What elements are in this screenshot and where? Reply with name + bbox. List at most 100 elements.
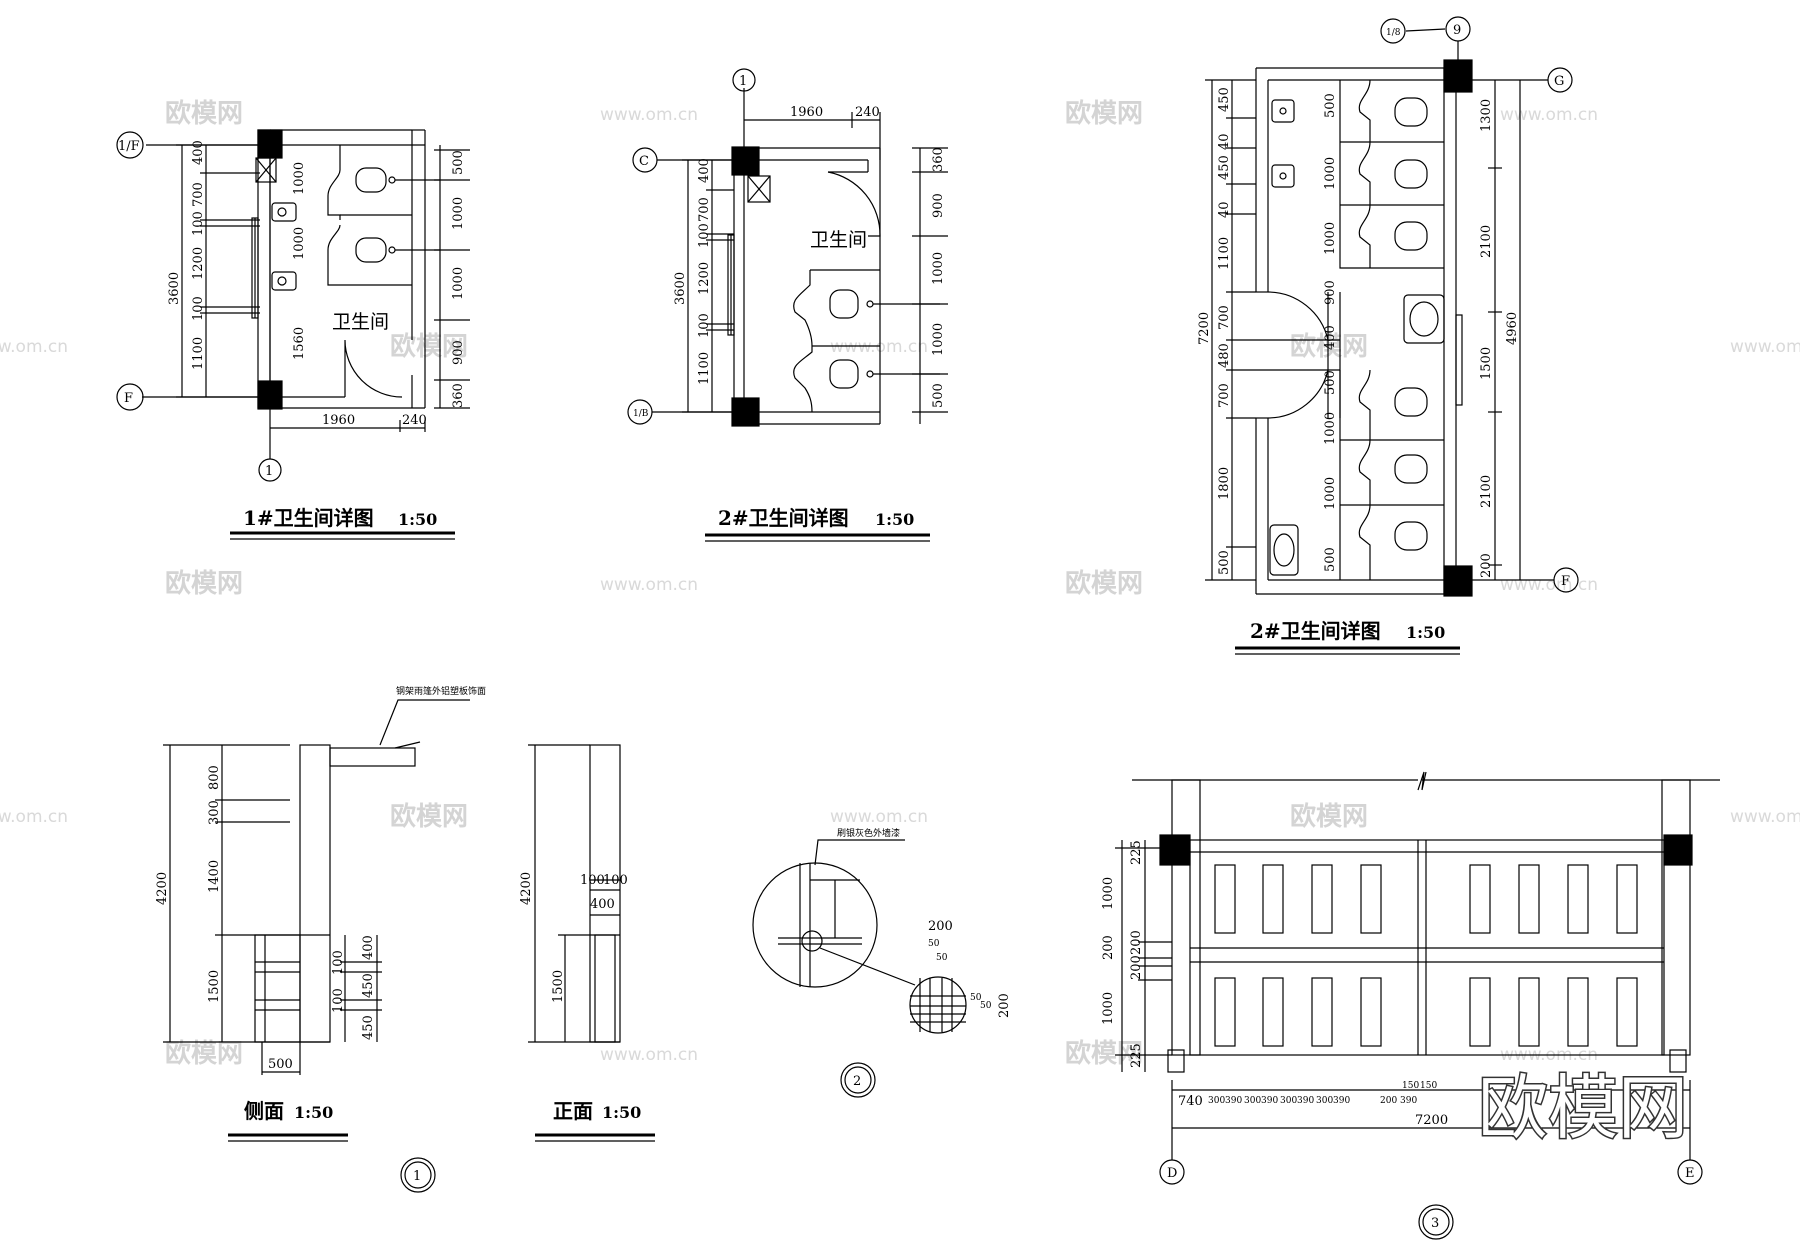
axis-label: F xyxy=(1561,574,1570,589)
dim-label: 40 xyxy=(1217,201,1232,218)
dim-label: 450 xyxy=(361,1015,376,1040)
watermark-url: www.om.cn xyxy=(600,1045,698,1065)
axis-label: 1/8 xyxy=(1386,28,1401,38)
dim-label: 1000 xyxy=(1323,222,1338,255)
dim-label: 200 xyxy=(1129,955,1144,980)
room-label: 卫生间 xyxy=(810,229,867,251)
dim-label: 100 xyxy=(191,296,206,321)
elevation-3 xyxy=(1115,771,1720,1240)
dim-label: 1200 xyxy=(191,247,206,280)
dim-label: 450 xyxy=(361,973,376,998)
dim-label: 450 xyxy=(1217,87,1232,112)
dim-label: 225 xyxy=(1129,1043,1144,1068)
dim-label: 2100 xyxy=(1479,475,1494,508)
drawing-scale: 1:50 xyxy=(875,510,914,529)
side-elevation xyxy=(163,699,470,1142)
drawing-title: 正面 xyxy=(553,1099,593,1123)
dim-label: 100 xyxy=(603,873,628,888)
watermark-logo: 欧模网 xyxy=(1290,331,1368,362)
dim-label: 450 xyxy=(1217,155,1232,180)
drawing-title: 2#卫生间详图 xyxy=(1250,619,1381,643)
drawing-scale: 1:50 xyxy=(1406,623,1445,642)
dim-label: 2100 xyxy=(1479,225,1494,258)
dim-label: 740 xyxy=(1178,1094,1203,1109)
axis-label: 9 xyxy=(1453,23,1461,38)
dim-label: 1000 xyxy=(292,162,307,195)
dim-label: 3600 xyxy=(673,272,688,305)
dim-label: 240 xyxy=(402,413,427,428)
dim-label: 1000 xyxy=(1323,412,1338,445)
dim-label: 50 xyxy=(980,1001,992,1011)
watermark-logo: 欧模网 xyxy=(1290,801,1368,832)
toilet-plan-1-text: 1/F F 1 400 700 100 1200 100 1100 3600 5… xyxy=(118,139,466,530)
dim-label: 500 xyxy=(931,383,946,408)
dim-label: 1000 xyxy=(451,197,466,230)
dim-label: 700 xyxy=(697,197,712,222)
front-elevation-text: 4200 100 100 400 1500 正面 1:50 1 xyxy=(413,872,641,1184)
watermark-url: www.om.cn xyxy=(600,105,698,125)
dim-label: 200 xyxy=(997,993,1012,1018)
dim-label: 1000 xyxy=(1101,877,1116,910)
dim-label: 390 xyxy=(1261,1096,1278,1106)
dim-label: 400 xyxy=(590,897,615,912)
watermark-logo: 欧模网 xyxy=(1065,98,1143,129)
dim-label: 300 xyxy=(207,800,222,825)
dim-label: 100 xyxy=(697,313,712,338)
drawing-title: 2#卫生间详图 xyxy=(718,506,849,530)
dim-label: 800 xyxy=(207,765,222,790)
dim-label: 1000 xyxy=(1101,992,1116,1025)
axis-label: 1/F xyxy=(118,139,140,154)
group-number: 1 xyxy=(413,1169,421,1184)
dim-label: 700 xyxy=(1217,305,1232,330)
dim-label: 700 xyxy=(191,182,206,207)
dim-label: 200 xyxy=(928,919,953,934)
dim-label: 4960 xyxy=(1505,312,1520,345)
watermark-url: www.om.cn xyxy=(830,807,928,827)
dim-label: 40 xyxy=(1217,133,1232,150)
dim-label: 500 xyxy=(1323,547,1338,572)
dim-label: 390 xyxy=(1400,1096,1417,1106)
dim-label: 500 xyxy=(268,1057,293,1072)
dim-label: 400 xyxy=(1323,325,1338,350)
watermark-url: www.om.cn xyxy=(0,807,68,827)
dim-label: 1000 xyxy=(451,267,466,300)
side-elevation-text: 钢架雨篷外铝塑板饰面 4200 800 300 1400 1500 400 10… xyxy=(155,685,486,1123)
axis-label: D xyxy=(1167,1166,1177,1181)
dim-label: 100 xyxy=(191,211,206,236)
dim-label: 360 xyxy=(451,383,466,408)
dim-label: 200 xyxy=(1380,1096,1397,1106)
axis-label: F xyxy=(124,391,133,406)
dim-label: 400 xyxy=(191,140,206,165)
dim-label: 400 xyxy=(697,158,712,183)
toilet-plan-3-text: 1/8 9 G F 450 40 450 40 1100 700 480 700… xyxy=(1197,23,1570,643)
watermark-logo: 欧模网 xyxy=(390,801,468,832)
dim-label: 1000 xyxy=(1323,157,1338,190)
watermark-logo: 欧模网 xyxy=(1065,1038,1143,1069)
dim-label: 1500 xyxy=(207,970,222,1003)
drawing-scale: 1:50 xyxy=(602,1103,641,1122)
dim-label: 240 xyxy=(855,105,880,120)
dim-label: 3600 xyxy=(167,272,182,305)
axis-label: E xyxy=(1685,1166,1695,1181)
detail-2-text: 刷银灰色外墙漆 200 50 50 50 50 200 2 xyxy=(837,827,1012,1089)
dim-label: 1400 xyxy=(207,860,222,893)
dim-label: 150 xyxy=(1420,1081,1437,1091)
dim-label: 4200 xyxy=(155,872,170,905)
dim-label: 300 xyxy=(1316,1096,1333,1106)
dim-label: 50 xyxy=(928,939,940,949)
dim-label: 150 xyxy=(1402,1081,1419,1091)
elevation-3-text: 225 1000 200 200 200 1000 225 740 300 39… xyxy=(1101,840,1695,1231)
dim-label: 4200 xyxy=(519,872,534,905)
watermark-logo: 欧模网 xyxy=(1065,568,1143,599)
watermark-logo: 欧模网 xyxy=(165,98,243,129)
toilet-plan-3 xyxy=(1205,16,1579,655)
dim-label: 900 xyxy=(931,193,946,218)
dim-label: 200 xyxy=(1129,930,1144,955)
axis-label: 1 xyxy=(739,74,747,89)
dim-label: 300 xyxy=(1280,1096,1297,1106)
drawing-title: 1#卫生间详图 xyxy=(243,506,374,530)
dim-label: 500 xyxy=(1217,550,1232,575)
dim-label: 100 xyxy=(580,873,605,888)
dim-label: 1100 xyxy=(191,337,206,370)
dim-label: 1100 xyxy=(697,352,712,385)
